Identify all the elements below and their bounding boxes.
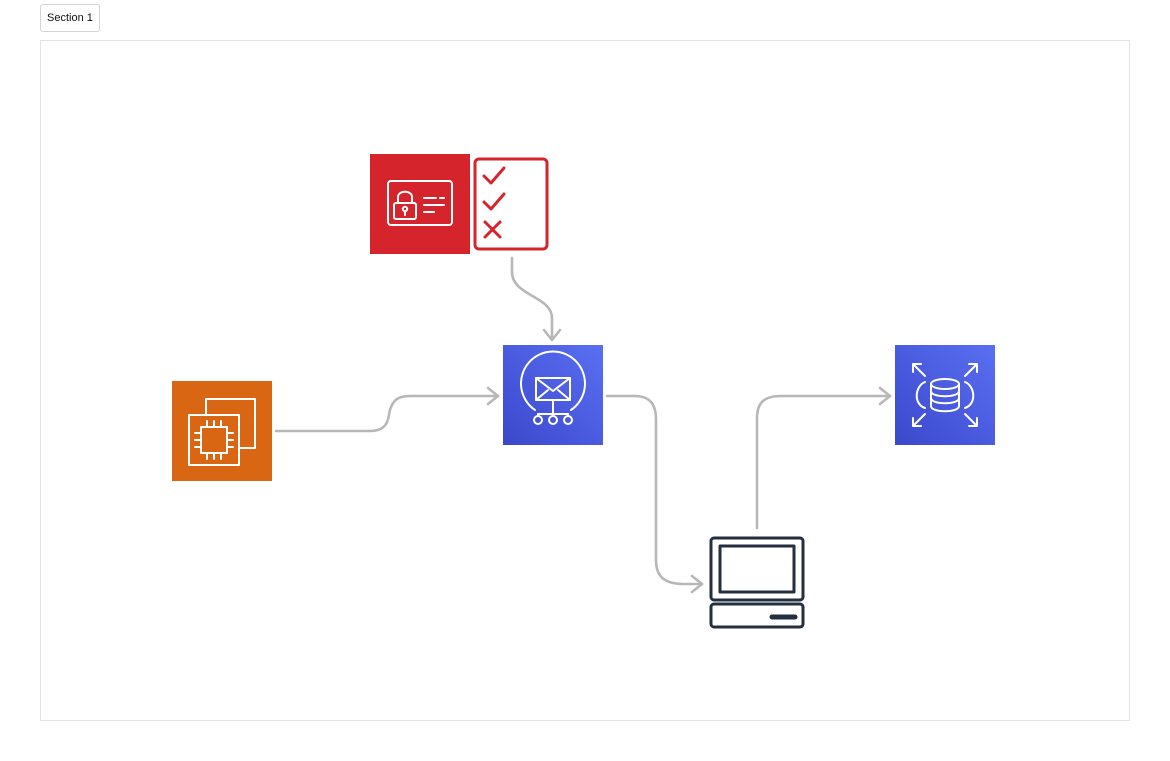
compute-instance-node[interactable] xyxy=(172,381,272,481)
notification-service-node[interactable] xyxy=(503,345,603,445)
database-service-node[interactable] xyxy=(895,345,995,445)
id-card-lock-icon xyxy=(387,180,453,226)
database-service-bg xyxy=(895,345,995,445)
notification-service-bg xyxy=(503,345,603,445)
connector-policy-to-notification xyxy=(510,256,562,342)
connector-compute-to-notification xyxy=(274,386,500,433)
client-laptop-node[interactable] xyxy=(709,536,805,629)
laptop-icon xyxy=(709,536,805,629)
identity-access-node[interactable] xyxy=(370,154,470,254)
section-1-label: Section 1 xyxy=(47,12,93,24)
ec2-chip-icon xyxy=(188,398,256,466)
connector-notification-to-laptop xyxy=(605,394,704,594)
checklist-icon xyxy=(473,157,549,251)
sns-envelope-icon xyxy=(520,350,586,425)
rds-database-icon xyxy=(912,363,978,427)
section-1-tab[interactable]: Section 1 xyxy=(40,4,100,32)
identity-access-bg xyxy=(370,154,470,254)
connector-laptop-to-database xyxy=(755,386,892,530)
policy-checklist-node[interactable] xyxy=(473,157,549,251)
